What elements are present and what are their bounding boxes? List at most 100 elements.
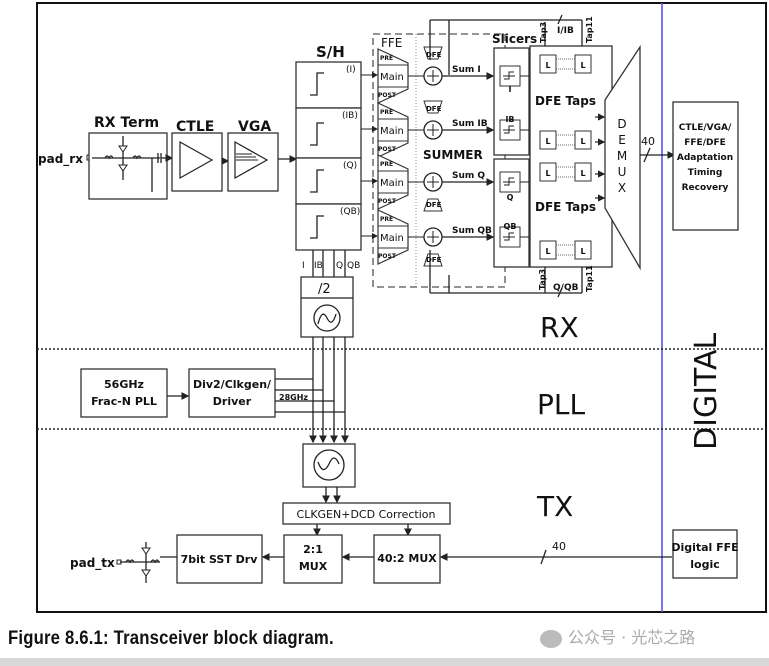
oscillator-icon bbox=[313, 304, 341, 332]
clk-phase-qb: QB bbox=[347, 261, 360, 271]
dfe-latch bbox=[574, 240, 592, 260]
ffe-main-label: Main bbox=[380, 178, 404, 189]
watermark-text: 公众号 · 光芯之路 bbox=[568, 628, 696, 647]
dfe-latch bbox=[539, 54, 557, 74]
pll-output-freq: 28GHz bbox=[279, 393, 308, 402]
adaptation-line: FFE/DFE bbox=[684, 138, 726, 148]
pll-type-label: Frac-N PLL bbox=[91, 395, 157, 408]
tap11-label-top: Tap11 bbox=[585, 16, 594, 43]
rx-term-block bbox=[88, 132, 168, 200]
ffe-trapezoid bbox=[377, 102, 409, 158]
dfe-latch bbox=[574, 162, 592, 182]
region-label-rx: RX bbox=[540, 311, 579, 344]
ffe-main-label: Main bbox=[380, 233, 404, 244]
div2-clkgen-driver-block bbox=[188, 368, 276, 418]
ffe-pre-label: PRE bbox=[380, 161, 393, 168]
sh-phase-q: (Q) bbox=[343, 161, 357, 171]
slicers-title: Slicers bbox=[492, 32, 537, 46]
bottom-scrollbar bbox=[0, 658, 769, 666]
div2-label: /2 bbox=[318, 282, 331, 297]
ffe-pre-label: PRE bbox=[380, 109, 393, 116]
svg-text:L: L bbox=[545, 137, 550, 146]
mux-40-2-label: 40:2 MUX bbox=[377, 552, 437, 565]
clk-phase-ib: IB bbox=[314, 261, 323, 271]
adaptation-line: Adaptation bbox=[677, 153, 733, 163]
clkgen-dcd-block bbox=[282, 502, 451, 525]
demux-bus-width: 40 bbox=[641, 135, 655, 148]
slicer-label: I bbox=[509, 85, 512, 94]
sum-label: Sum Q bbox=[452, 171, 485, 181]
dfe-feedback-trapezoid bbox=[423, 46, 443, 60]
tap3-label-bottom: Tap3 bbox=[538, 269, 547, 290]
tx-bus-width: 40 bbox=[552, 540, 566, 553]
sh-title: S/H bbox=[316, 43, 345, 61]
ctle-label: CTLE bbox=[176, 119, 214, 135]
slicer-label: Q bbox=[507, 193, 514, 202]
digital-ffe-label-bottom: logic bbox=[690, 558, 720, 571]
ctle-amp-icon bbox=[179, 140, 214, 180]
dfe-latch bbox=[539, 130, 557, 150]
dfe-latch bbox=[574, 130, 592, 150]
rx-term-label: RX Term bbox=[94, 115, 159, 131]
dfe-taps-label-top: DFE Taps bbox=[535, 94, 596, 108]
ffe-title: FFE bbox=[381, 36, 402, 50]
slicer-label: IB bbox=[505, 115, 514, 124]
mux-40-2-block bbox=[373, 534, 441, 584]
sum-label: Sum IB bbox=[452, 119, 488, 129]
rx-term-circuit-icon bbox=[92, 136, 162, 192]
demux-letter: E bbox=[618, 133, 626, 147]
adaptation-line: Timing bbox=[688, 168, 723, 178]
figure-caption: Figure 8.6.1: Transceiver block diagram. bbox=[8, 628, 334, 649]
ffe-post-label: POST bbox=[378, 92, 397, 99]
ffe-trapezoid bbox=[377, 48, 409, 104]
vga-label: VGA bbox=[238, 119, 271, 135]
region-label-tx: TX bbox=[536, 490, 573, 523]
ffe-post-label: POST bbox=[378, 198, 397, 205]
sum-label: Sum I bbox=[452, 65, 481, 75]
pad-tx-label: pad_tx bbox=[70, 556, 115, 571]
ffe-post-label: POST bbox=[378, 146, 397, 153]
digital-ffe-label-top: Digital FFE bbox=[671, 541, 738, 554]
ffe-pre-label: PRE bbox=[380, 55, 393, 62]
sh-stack bbox=[295, 61, 362, 251]
dfe-latch bbox=[539, 240, 557, 260]
watermark: 公众号 · 光芯之路 bbox=[540, 624, 695, 648]
tx-esd-circuit-icon bbox=[120, 542, 160, 583]
div2-clkgen-label: Div2/Clkgen/ bbox=[193, 378, 272, 391]
dfe-feedback-trapezoid bbox=[423, 198, 443, 212]
dfe-taps-label-bottom: DFE Taps bbox=[535, 200, 596, 214]
step-icon bbox=[310, 72, 324, 239]
sh-phase-i: (I) bbox=[346, 65, 356, 75]
svg-text:L: L bbox=[545, 61, 550, 70]
ffe-trapezoid bbox=[377, 154, 409, 210]
svg-text:L: L bbox=[580, 137, 585, 146]
pad-rx-label: pad_rx bbox=[38, 152, 83, 167]
outer-frame bbox=[36, 2, 767, 613]
svg-text:L: L bbox=[545, 169, 550, 178]
dfe-taps-block bbox=[529, 45, 613, 268]
svg-text:L: L bbox=[580, 61, 585, 70]
dfe-label: DFE bbox=[426, 256, 442, 264]
summer-label: SUMMER bbox=[423, 148, 483, 162]
ffe-main-label: Main bbox=[380, 72, 404, 83]
dfe-label: DFE bbox=[426, 105, 442, 113]
demux-letter: X bbox=[618, 181, 626, 195]
sh-cell-ib bbox=[295, 107, 362, 159]
ffe-trapezoid bbox=[377, 209, 409, 265]
demux-letter: M bbox=[617, 149, 627, 163]
vga-amp-icon bbox=[234, 140, 269, 180]
sst-driver-label: 7bit SST Drv bbox=[181, 553, 259, 566]
svg-text:L: L bbox=[580, 169, 585, 178]
sum-label: Sum QB bbox=[452, 226, 492, 236]
sst-driver-block bbox=[176, 534, 263, 584]
demux-letter: U bbox=[618, 165, 627, 179]
ffe-pre-label: PRE bbox=[380, 216, 393, 223]
bus-label-q-qb: Q/QB bbox=[553, 283, 579, 293]
sh-phase-qb: (QB) bbox=[340, 207, 360, 217]
pad-tx-icon bbox=[116, 559, 122, 565]
tap3-label-top: Tap3 bbox=[539, 22, 548, 43]
